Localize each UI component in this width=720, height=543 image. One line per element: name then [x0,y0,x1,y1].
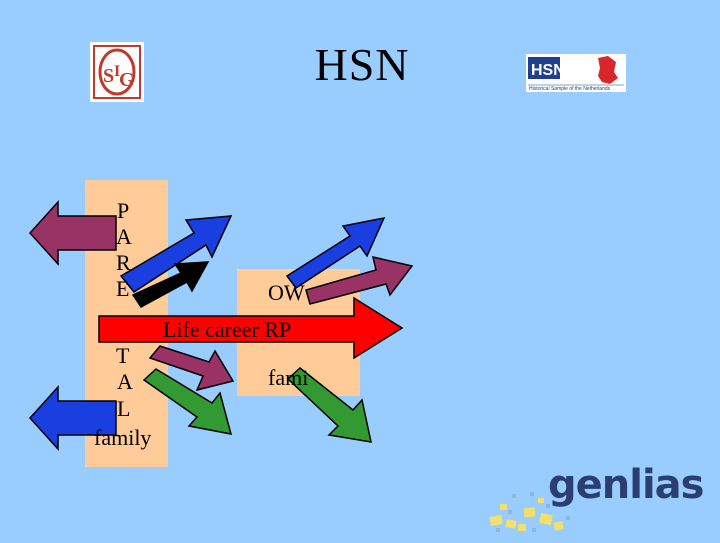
sig-logo: S I G [90,42,144,102]
svg-text:G: G [119,69,135,91]
purple-arrow-parental [148,345,235,392]
life-career-arrow [98,296,404,360]
genlias-logo-graphic: genlias [489,462,704,532]
parental-letter-p: P [117,198,130,223]
green-arrow-own [286,367,372,443]
blue-arrow-parental [119,215,233,293]
svg-text:HSN: HSN [531,62,565,79]
parental-letter-a2: A [117,369,133,394]
parental-family-label: family [94,425,152,450]
life-career-label: Life career RP [163,317,292,342]
parental-letter-e: E [116,276,130,301]
sig-logo-graphic: S I G [93,45,141,99]
purple-arrow-own [305,255,414,305]
left-blue-arrow [28,385,117,451]
green-arrow-parental [142,368,233,435]
left-purple-arrow [28,200,117,266]
parental-letter-a: A [116,224,132,249]
hsn-logo-graphic: HSN Historical Sample of the Netherlands [528,56,624,92]
genlias-logo-text: genlias [548,462,703,508]
parental-letter-t: T [116,343,130,368]
blue-arrow-own [285,216,386,290]
parental-letter-r: R [116,250,131,275]
sig-logo-text: S [103,65,114,87]
slide-title: HSN [314,39,410,90]
hsn-logo-tagline: Historical Sample of the Netherlands [529,86,611,92]
hsn-logo: HSN Historical Sample of the Netherlands [526,54,626,92]
black-arrow [131,261,210,308]
parental-letter-l: L [117,396,131,421]
genlias-logo: genlias [482,458,714,538]
own-box-label-top: OW [268,280,305,305]
svg-text:I: I [114,63,120,80]
own-box-label-bottom: fami [268,365,309,390]
